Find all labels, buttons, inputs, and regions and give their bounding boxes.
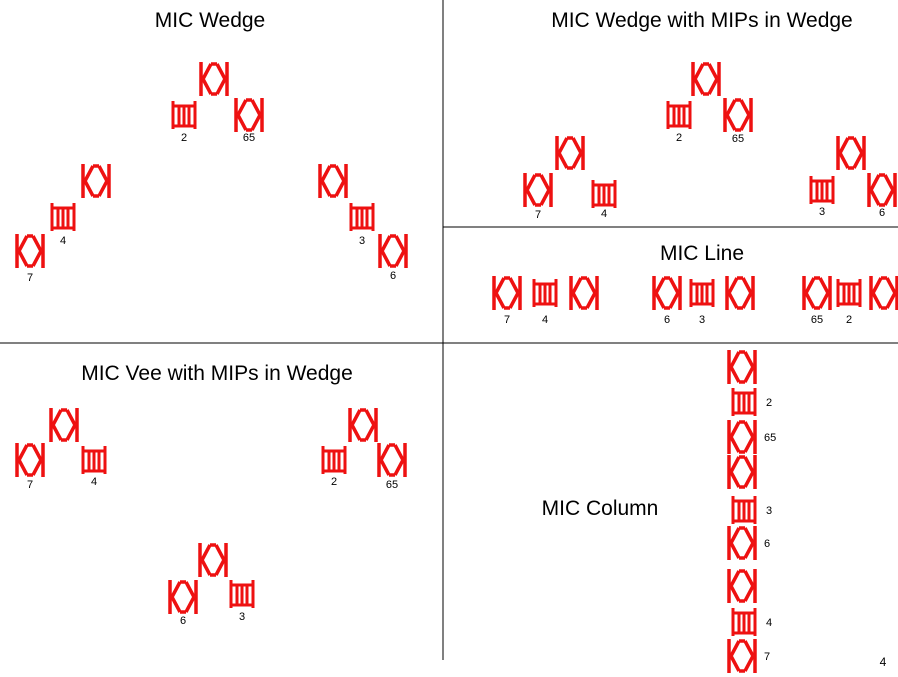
symbol-number-label: 65 (732, 133, 744, 145)
panel-title-mic-column: MIC Column (542, 497, 659, 520)
panel-title-mic-wedge-with-mips: MIC Wedge with MIPs in Wedge (551, 9, 853, 32)
mic-bowtie-icon (318, 164, 348, 198)
mip-ladder-icon (349, 203, 375, 231)
symbol-number-label: 6 (879, 207, 885, 219)
page-number: 4 (880, 655, 887, 669)
symbol-number-label: 3 (766, 505, 772, 517)
panel-title-mic-vee-with-mips: MIC Vee with MIPs in Wedge (81, 362, 353, 385)
mic-bowtie-icon (802, 276, 832, 310)
symbol-number-label: 4 (766, 617, 772, 629)
mic-bowtie-icon (727, 455, 757, 489)
symbol-number-label: 65 (386, 479, 398, 491)
mip-ladder-icon (836, 279, 862, 307)
symbol-number-label: 7 (27, 272, 33, 284)
mip-ladder-icon (171, 101, 197, 129)
panel-title-mic-wedge: MIC Wedge (155, 9, 266, 32)
mic-bowtie-icon (377, 443, 407, 477)
mic-bowtie-icon (727, 639, 757, 673)
mip-ladder-icon (591, 180, 617, 208)
symbol-number-label: 2 (846, 314, 852, 326)
mic-bowtie-icon (691, 62, 721, 96)
mic-bowtie-icon (15, 443, 45, 477)
symbol-number-label: 2 (766, 397, 772, 409)
mic-bowtie-icon (836, 136, 866, 170)
symbol-number-label: 6 (180, 615, 186, 627)
mic-bowtie-icon (15, 234, 45, 268)
symbol-number-label: 4 (60, 235, 66, 247)
symbol-number-label: 3 (699, 314, 705, 326)
mic-bowtie-icon (727, 526, 757, 560)
mic-bowtie-icon (234, 98, 264, 132)
mic-bowtie-icon (198, 543, 228, 577)
symbol-number-label: 7 (535, 209, 541, 221)
mip-ladder-icon (731, 388, 757, 416)
mic-bowtie-icon (49, 408, 79, 442)
mic-bowtie-icon (555, 136, 585, 170)
symbol-number-label: 6 (764, 538, 770, 550)
symbol-number-label: 4 (601, 208, 607, 220)
mip-ladder-icon (532, 279, 558, 307)
mic-bowtie-icon (523, 173, 553, 207)
mic-bowtie-icon (727, 350, 757, 384)
mip-ladder-icon (731, 496, 757, 524)
mip-ladder-icon (50, 203, 76, 231)
symbol-number-label: 4 (542, 314, 548, 326)
symbol-number-label: 6 (390, 270, 396, 282)
mic-bowtie-icon (378, 234, 408, 268)
symbol-number-label: 3 (819, 206, 825, 218)
mic-bowtie-icon (725, 276, 755, 310)
mic-bowtie-icon (81, 164, 111, 198)
symbol-number-label: 65 (811, 314, 823, 326)
mic-bowtie-icon (727, 420, 757, 454)
symbol-number-label: 3 (359, 235, 365, 247)
mip-ladder-icon (321, 446, 347, 474)
mip-ladder-icon (689, 279, 715, 307)
symbol-number-label: 65 (764, 432, 776, 444)
symbol-number-label: 4 (91, 476, 97, 488)
mic-bowtie-icon (569, 276, 599, 310)
symbol-number-label: 3 (239, 611, 245, 623)
mip-ladder-icon (666, 101, 692, 129)
mip-ladder-icon (229, 580, 255, 608)
symbol-number-label: 2 (331, 476, 337, 488)
symbol-number-label: 7 (504, 314, 510, 326)
mip-ladder-icon (809, 176, 835, 204)
mic-bowtie-icon (723, 98, 753, 132)
symbol-number-label: 7 (764, 651, 770, 663)
mip-ladder-icon (81, 446, 107, 474)
symbol-layer: 2 65 4 7 3 6 2 65 7 4 3 6 7 4 6 3 65 2 7 4 2 65 6 3 2 65 3 6 4 7 (15, 62, 898, 673)
mic-bowtie-icon (168, 580, 198, 614)
mic-bowtie-icon (652, 276, 682, 310)
mic-bowtie-icon (869, 276, 898, 310)
symbol-number-label: 6 (664, 314, 670, 326)
mic-bowtie-icon (867, 173, 897, 207)
symbol-number-label: 7 (27, 479, 33, 491)
symbol-number-label: 2 (181, 132, 187, 144)
mic-bowtie-icon (348, 408, 378, 442)
panel-title-mic-line: MIC Line (660, 242, 744, 265)
mic-bowtie-icon (199, 62, 229, 96)
mic-bowtie-icon (492, 276, 522, 310)
mip-ladder-icon (731, 608, 757, 636)
symbol-number-label: 2 (676, 132, 682, 144)
symbol-number-label: 65 (243, 132, 255, 144)
mic-bowtie-icon (727, 569, 757, 603)
